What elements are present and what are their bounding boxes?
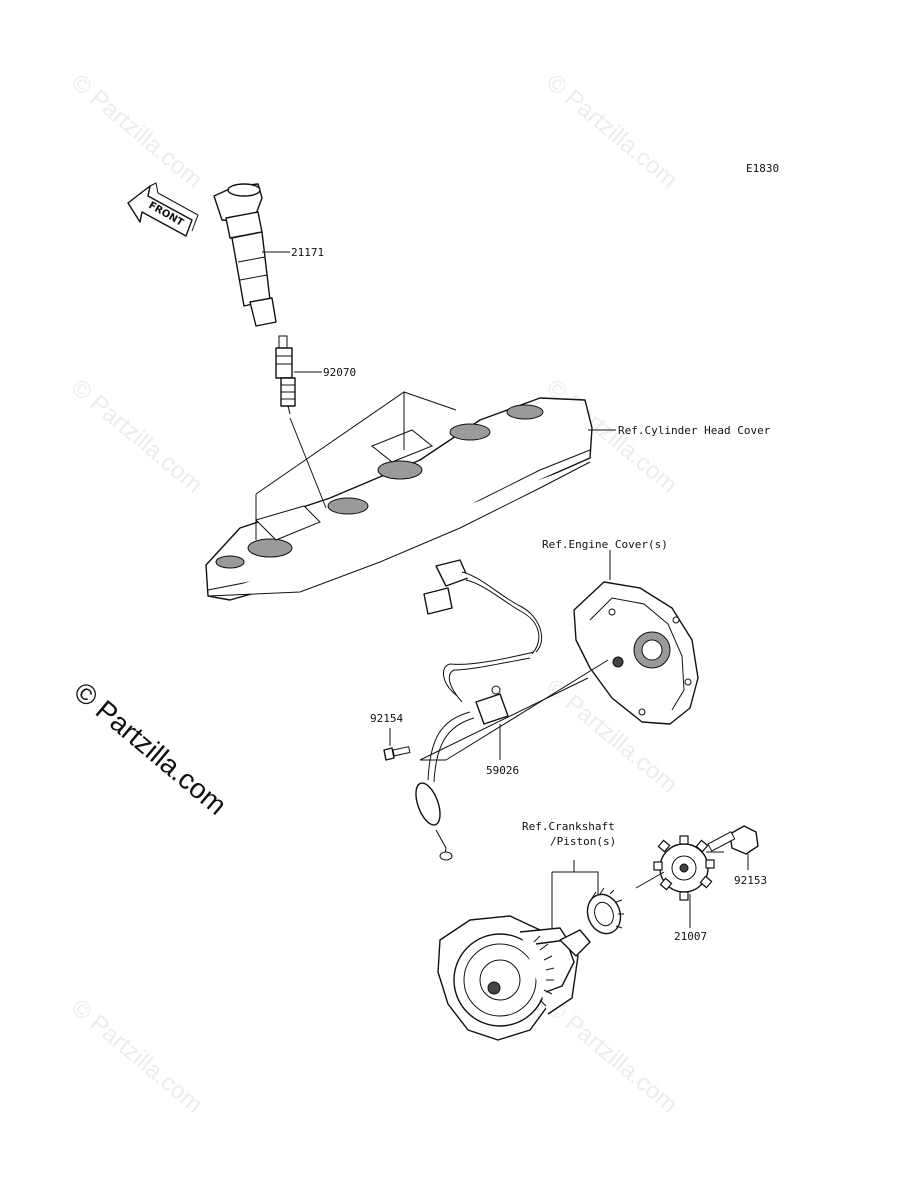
- crank-gear: [586, 887, 624, 935]
- watermark-text: © Partzilla.com: [541, 994, 682, 1119]
- diagram-code: E1830: [746, 162, 779, 175]
- callout-59026: 59026: [486, 764, 519, 777]
- spark-plug: [275, 335, 296, 415]
- callout-ref-pistons: /Piston(s): [550, 835, 616, 848]
- bolt-92154: [383, 746, 411, 761]
- callout-ref-cylinder-head-cover: Ref.Cylinder Head Cover: [618, 424, 771, 437]
- engine-cover: [573, 581, 699, 725]
- cylinder-head-cover: [205, 397, 593, 601]
- callout-92154: 92154: [370, 712, 403, 725]
- background-watermarks: © Partzilla.com © Partzilla.com © Partzi…: [66, 69, 682, 1119]
- ignition-coil: [213, 183, 277, 327]
- partzilla-watermark: © Partzilla.com: [68, 676, 232, 821]
- watermark-text: © Partzilla.com: [66, 994, 207, 1119]
- callout-ref-crankshaft: Ref.Crankshaft: [522, 820, 615, 833]
- watermark-text: © Partzilla.com: [541, 69, 682, 194]
- watermark-text: © Partzilla.com: [66, 69, 207, 194]
- bolt-92153: [707, 825, 759, 855]
- callout-ref-engine-covers: Ref.Engine Cover(s): [542, 538, 668, 551]
- timing-rotor: [653, 835, 715, 901]
- callout-92153: 92153: [734, 874, 767, 887]
- callout-21007: 21007: [674, 930, 707, 943]
- callout-21171: 21171: [291, 246, 324, 259]
- callout-92070: 92070: [323, 366, 356, 379]
- crankshaft-assembly: [437, 915, 591, 1041]
- watermark-text: © Partzilla.com: [66, 374, 207, 499]
